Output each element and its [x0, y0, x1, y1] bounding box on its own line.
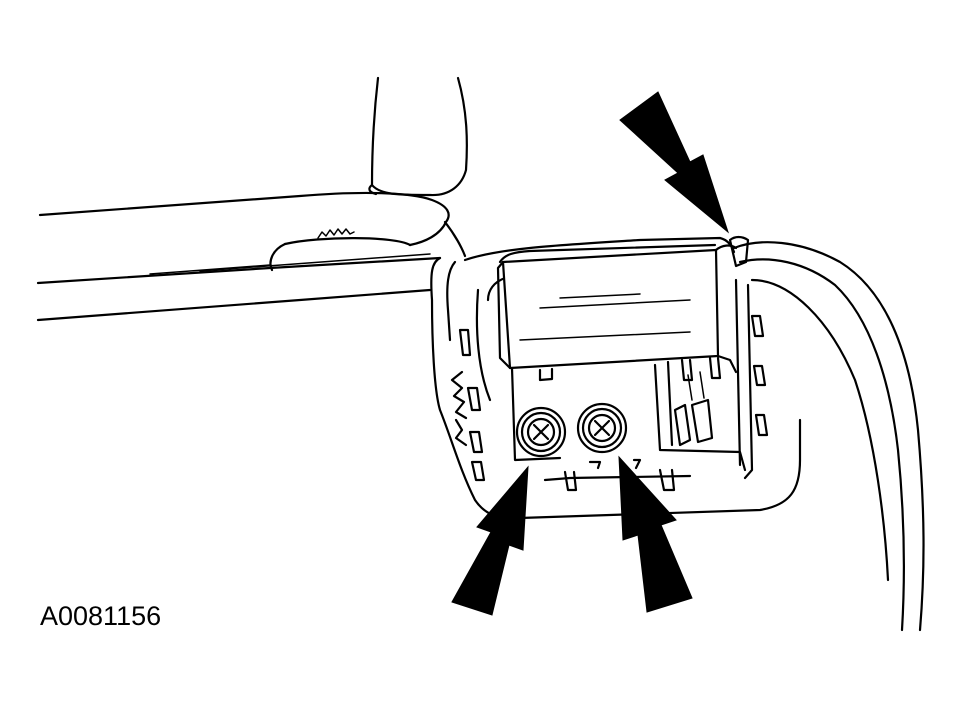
figure-id-label: A0081156 — [40, 601, 162, 631]
switch-parts — [673, 371, 714, 447]
arrow-icon — [619, 91, 730, 234]
seat-back — [368, 76, 468, 197]
arrow-icon — [618, 455, 693, 613]
screw-icon — [515, 406, 567, 458]
side-shield — [430, 236, 802, 520]
seat-cushion — [36, 191, 467, 322]
seat-side-trim — [728, 235, 925, 632]
right-clips — [750, 314, 769, 437]
arrow-icon — [451, 465, 529, 616]
screw-icon — [576, 402, 628, 454]
control-module — [496, 244, 738, 374]
left-clips — [450, 328, 486, 482]
bezel-frame — [510, 278, 754, 492]
